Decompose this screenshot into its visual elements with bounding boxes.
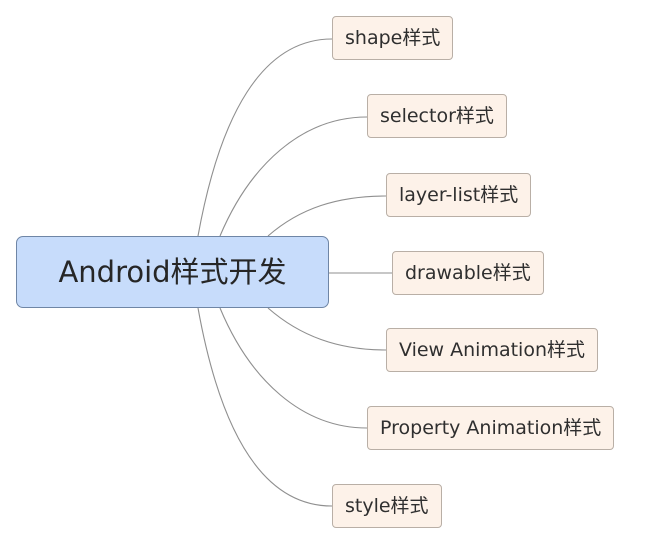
topic-selector-style[interactable]: selector样式: [367, 94, 507, 138]
topic-shape-style[interactable]: shape样式: [332, 16, 454, 60]
topic-drawable-style[interactable]: drawable样式: [392, 251, 544, 295]
topic-style-style[interactable]: style样式: [332, 484, 442, 528]
connector-selector: [219, 116, 368, 237]
connector-layer-list: [267, 195, 387, 237]
connector-shape: [197, 38, 333, 237]
topic-view-animation-style[interactable]: View Animation样式: [386, 328, 598, 372]
root-topic[interactable]: Android样式开发: [16, 236, 329, 308]
connector-view-animation: [267, 307, 387, 351]
topic-layer-list-style[interactable]: layer-list样式: [386, 173, 532, 217]
topic-property-animation-style[interactable]: Property Animation样式: [367, 406, 615, 450]
connector-style: [197, 307, 333, 507]
connector-property-animation: [219, 307, 368, 429]
